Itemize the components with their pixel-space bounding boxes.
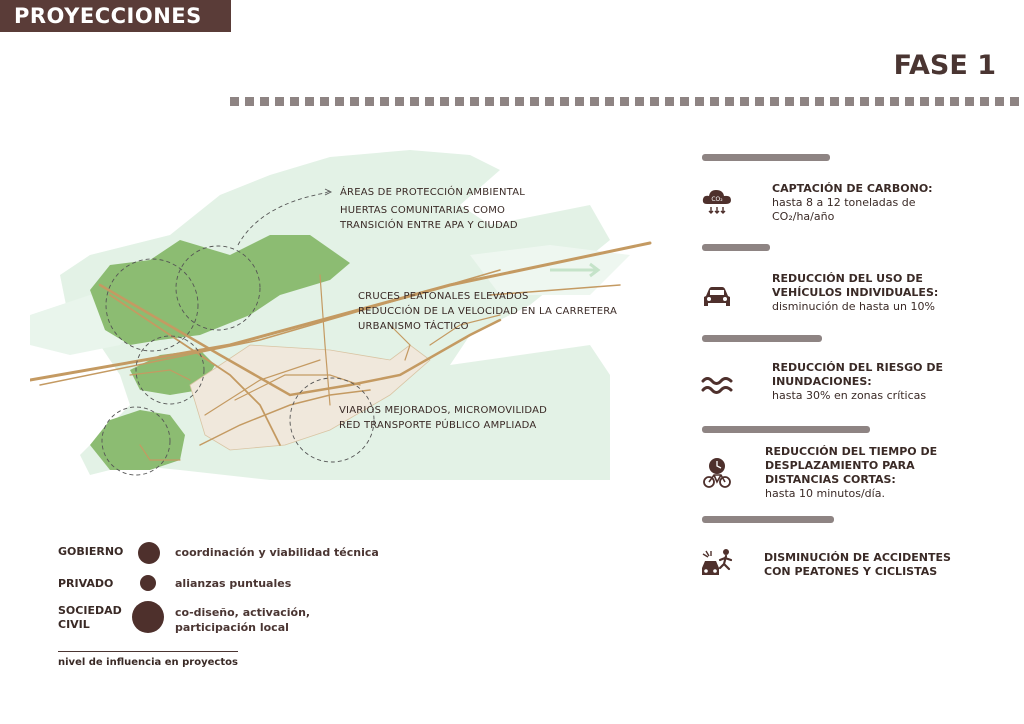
indicator-desplazamiento: REDUCCIÓN DEL TIEMPO DE DESPLAZAMIENTO P… (765, 445, 937, 501)
road (98, 283, 502, 397)
waves-icon (701, 377, 733, 394)
dotted-divider (230, 97, 1024, 106)
legend-actor-line: SOCIEDAD (58, 604, 122, 617)
highway (39, 269, 501, 386)
note-line: VIARIOS MEJORADOS, MICROMOVILIDAD (339, 405, 548, 416)
indicator-separator (702, 335, 822, 342)
road (129, 369, 191, 381)
urban-map (30, 150, 652, 480)
indicator-separator (702, 426, 870, 433)
legend-footer: nivel de influencia en proyectos (58, 657, 238, 668)
indicator-title: VEHÍCULOS INDIVIDUALES: (772, 286, 939, 299)
indicator-separator (702, 516, 834, 523)
note-line: ÁREAS DE PROTECCIÓN AMBIENTAL (340, 187, 526, 198)
indicator-separator (702, 244, 770, 251)
indicator-title: DISMINUCIÓN DE ACCIDENTES (764, 551, 951, 564)
indicator-inundaciones: REDUCCIÓN DEL RIESGO DE INUNDACIONES: ha… (772, 361, 943, 403)
road (319, 274, 331, 406)
leader-line (237, 192, 326, 246)
note-line: CRUCES PEATONALES ELEVADOS (358, 291, 529, 302)
indicator-desc: hasta 30% en zonas críticas (772, 389, 927, 402)
indicator-accidentes: DISMINUCIÓN DE ACCIDENTES CON PEATONES Y… (764, 551, 951, 579)
direction-arrow (550, 262, 601, 278)
note-line: RED TRANSPORTE PÚBLICO AMPLIADA (339, 420, 537, 431)
legend-desc-line: participación local (175, 621, 289, 634)
legend-desc-line: co-diseño, activación, (175, 606, 311, 619)
page-title: PROYECCIONES (0, 0, 231, 32)
note-apa: ÁREAS DE PROTECCIÓN AMBIENTAL HUERTAS CO… (340, 185, 525, 233)
legend-desc-gobierno: coordinación y viabilidad técnica (175, 546, 379, 559)
indicator-title: DISTANCIAS CORTAS: (765, 473, 896, 486)
indicator-desc: CO₂/ha/año (772, 210, 835, 223)
indicator-carbono: CAPTACIÓN DE CARBONO: hasta 8 a 12 tonel… (772, 182, 933, 224)
legend-actor-gobierno: GOBIERNO (58, 545, 124, 558)
indicator-title: REDUCCIÓN DEL RIESGO DE (772, 361, 944, 374)
note-line: REDUCCIÓN DE LA VELOCIDAD EN LA CARRETER… (358, 306, 618, 317)
legend-desc-privado: alianzas puntuales (175, 577, 292, 590)
co2-cloud-icon: CO₂ (702, 190, 731, 214)
car-icon (704, 287, 730, 306)
highway (30, 241, 652, 382)
road (489, 284, 621, 296)
accident-icon (702, 549, 733, 575)
note-viarios: VIARIOS MEJORADOS, MICROMOVILIDAD RED TR… (339, 403, 547, 433)
legend-actor-line: CIVIL (58, 618, 90, 631)
clock-bike-icon (703, 458, 731, 488)
influence-circle (135, 335, 205, 405)
influence-circle (105, 258, 199, 352)
influence-dot-small (140, 575, 156, 591)
indicator-title: REDUCCIÓN DEL USO DE (772, 272, 923, 285)
legend-divider (58, 651, 238, 652)
legend-desc-sociedad: co-diseño, activación, participación loc… (175, 605, 310, 635)
road (429, 314, 501, 346)
leader-arrowhead (324, 188, 333, 196)
indicator-desc: hasta 10 minutos/día. (765, 487, 885, 500)
indicator-title: CAPTACIÓN DE CARBONO: (772, 182, 933, 195)
legend-actor-privado: PRIVADO (58, 577, 114, 590)
legend-actor-sociedad: SOCIEDAD CIVIL (58, 604, 122, 632)
road (199, 389, 371, 446)
note-line: URBANISMO TÁCTICO (358, 321, 469, 332)
influence-circle (289, 377, 375, 463)
note-line: HUERTAS COMUNITARIAS COMO (340, 205, 506, 216)
indicator-title: CON PEATONES Y CICLISTAS (764, 565, 938, 578)
road (204, 359, 321, 416)
road (139, 444, 181, 461)
note-cruces: CRUCES PEATONALES ELEVADOS REDUCCIÓN DE … (358, 289, 617, 334)
phase-label: FASE 1 (893, 50, 996, 81)
note-line: TRANSICIÓN ENTRE APA Y CIUDAD (340, 220, 518, 231)
indicator-title: INUNDACIONES: (772, 375, 872, 388)
indicator-title: DESPLAZAMIENTO PARA (765, 459, 915, 472)
indicator-desc: disminución de hasta un 10% (772, 300, 935, 313)
indicator-title: REDUCCIÓN DEL TIEMPO DE (765, 445, 938, 458)
influence-circle (101, 406, 171, 476)
indicator-desc: hasta 8 a 12 toneladas de (772, 196, 916, 209)
co2-label: CO₂ (711, 196, 723, 203)
protected-area (90, 410, 185, 470)
influence-dot-large (132, 601, 164, 633)
road (389, 324, 411, 361)
indicator-separator (702, 154, 830, 161)
indicator-vehiculos: REDUCCIÓN DEL USO DE VEHÍCULOS INDIVIDUA… (772, 272, 938, 314)
influence-dot-medium (138, 542, 160, 564)
influence-circle (175, 245, 261, 331)
